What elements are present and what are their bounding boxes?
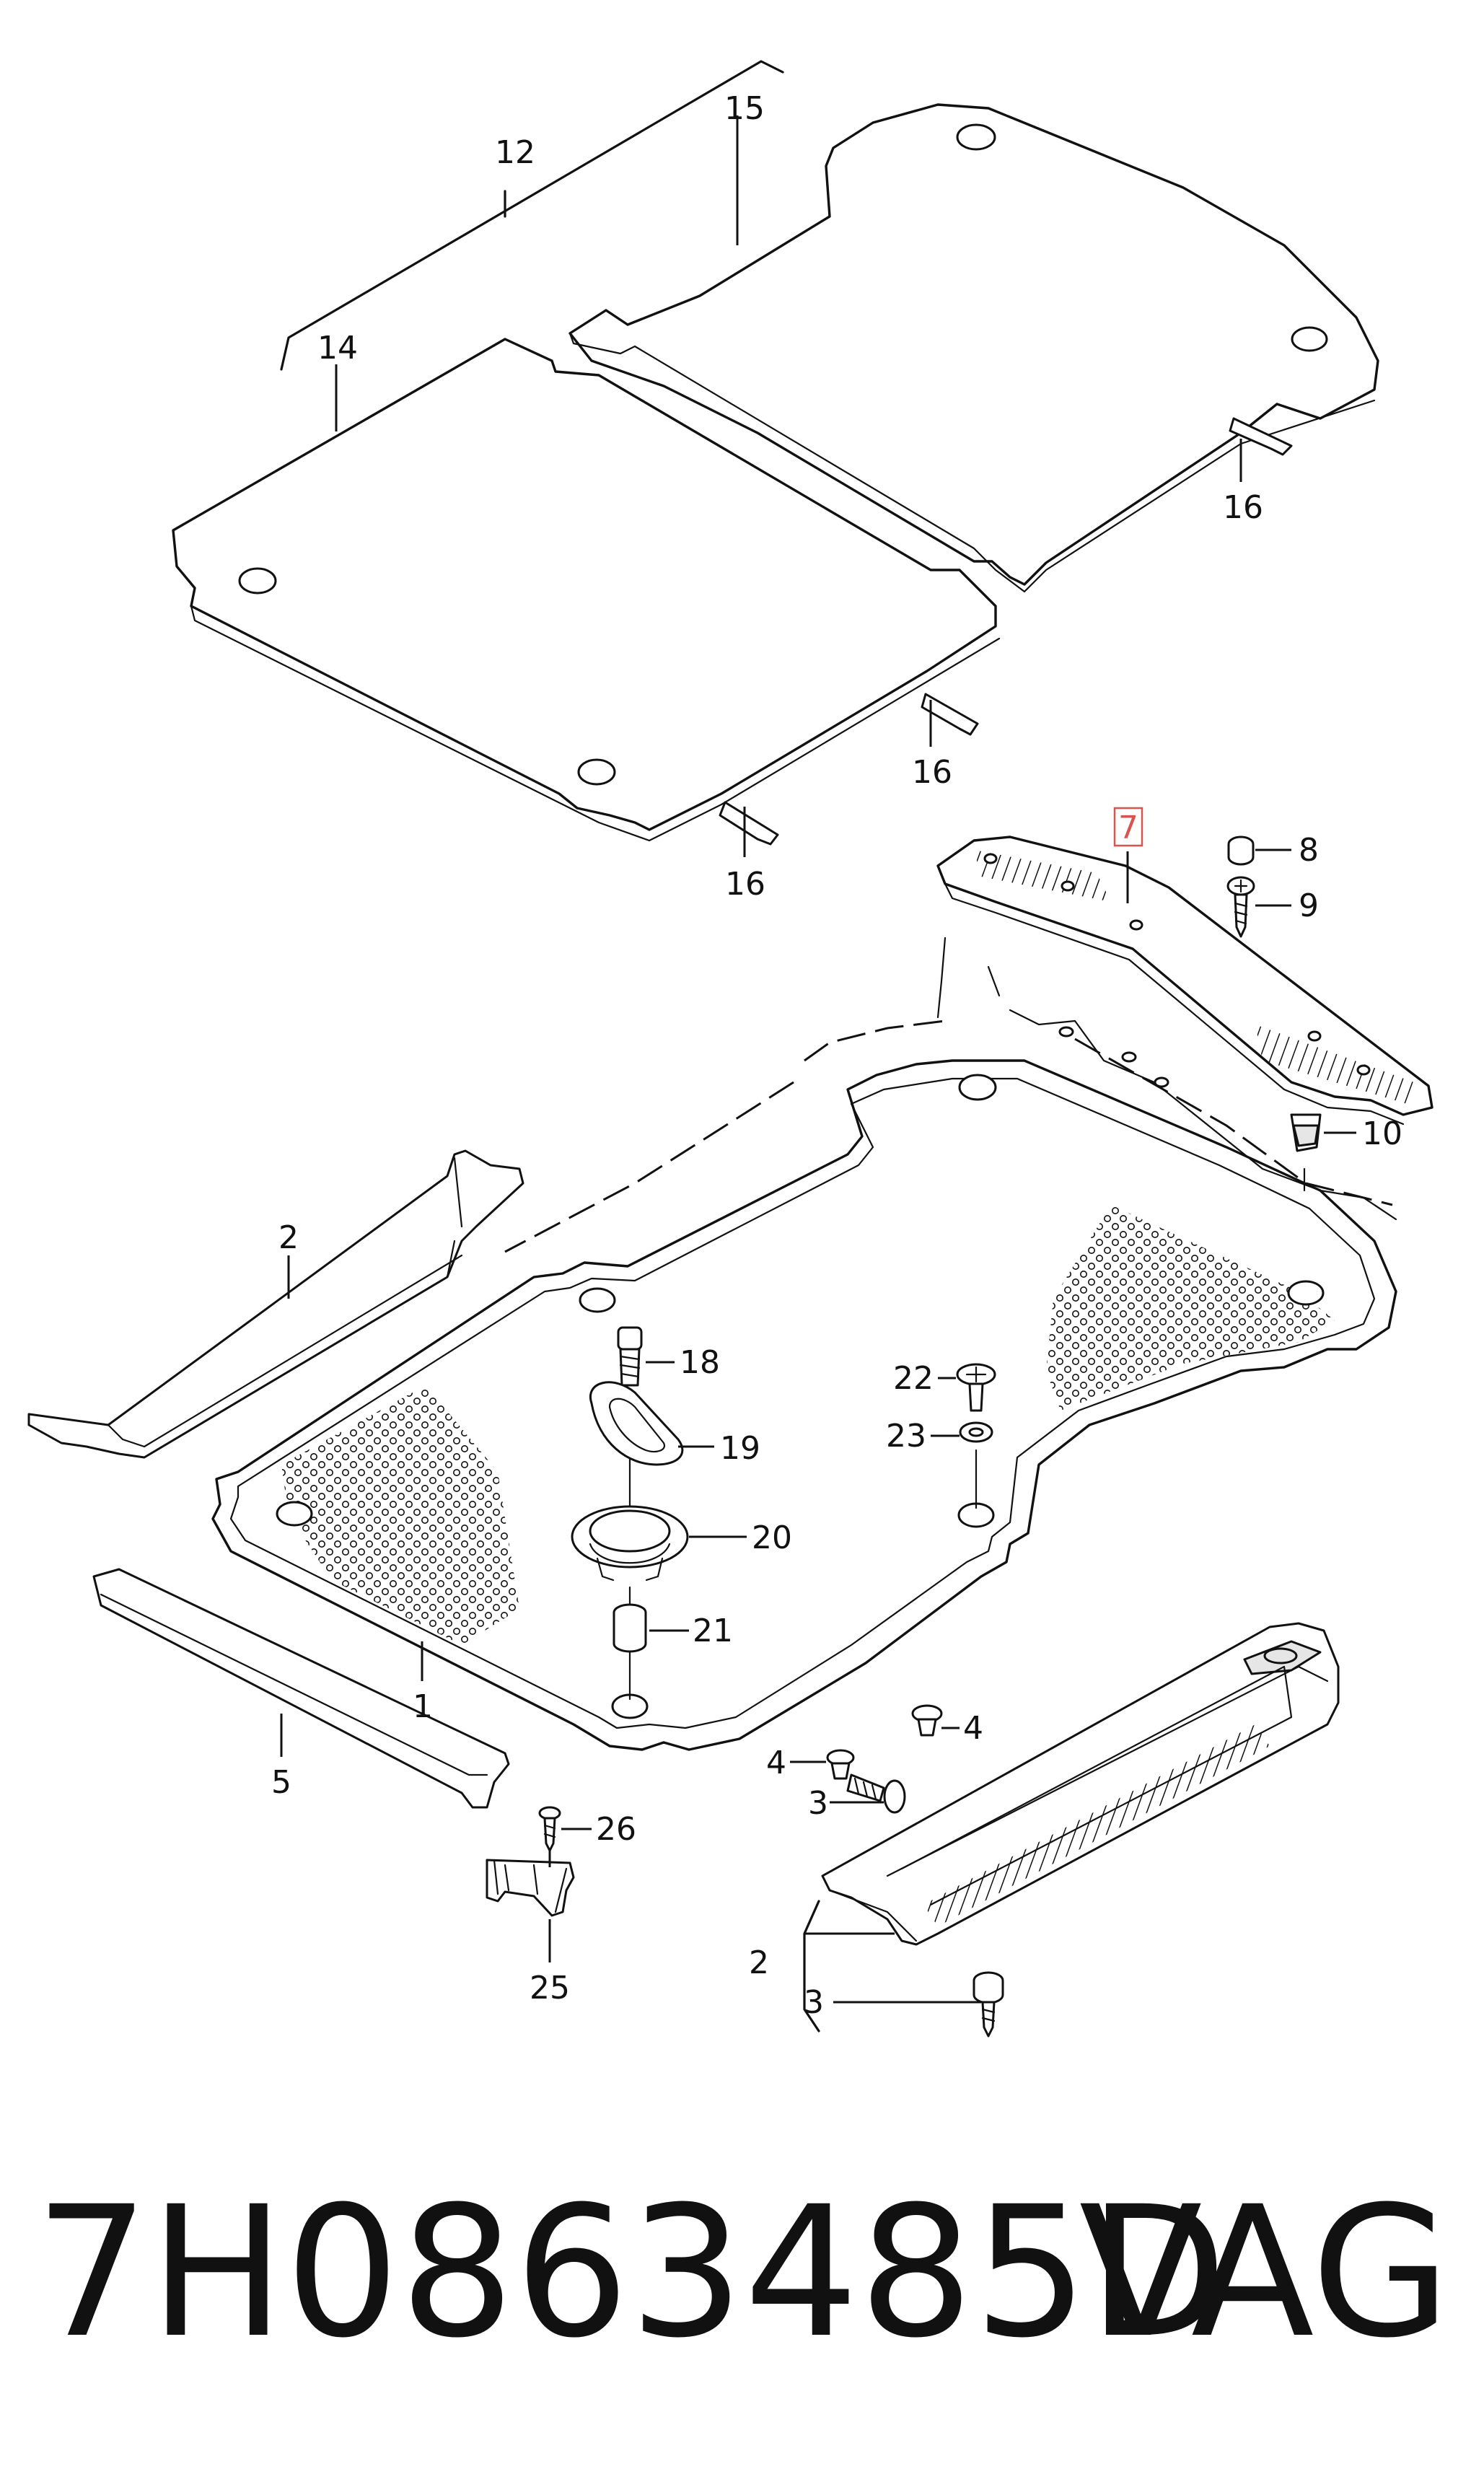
side-sill-2-left bbox=[27, 1149, 524, 1459]
rear-sill-trim-7 bbox=[936, 835, 1433, 1221]
sleeve-21 bbox=[613, 1603, 689, 1653]
label-21: 21 bbox=[693, 1613, 733, 1649]
bracket-25 bbox=[486, 1851, 575, 1962]
clip-16-c bbox=[719, 801, 779, 846]
group-bracket-12 bbox=[280, 60, 784, 371]
label-15: 15 bbox=[724, 90, 765, 127]
label-4-left: 4 bbox=[766, 1745, 786, 1781]
cargo-board-group bbox=[172, 60, 1379, 857]
grommet-20 bbox=[571, 1505, 747, 1582]
label-2-left: 2 bbox=[278, 1219, 299, 1256]
rivet-4-right bbox=[911, 1704, 960, 1737]
entry-step-5 bbox=[92, 1568, 510, 1809]
screw-9 bbox=[1226, 876, 1291, 938]
bolt-18 bbox=[617, 1326, 675, 1387]
label-16-c: 16 bbox=[725, 866, 765, 903]
screw-3-upper bbox=[830, 1773, 906, 1814]
screw-26 bbox=[538, 1806, 592, 1852]
label-9: 9 bbox=[1299, 887, 1319, 924]
side-sill-2-right bbox=[803, 1622, 1340, 2032]
label-8: 8 bbox=[1299, 832, 1319, 869]
label-2-right: 2 bbox=[749, 1944, 769, 1981]
label-25: 25 bbox=[530, 1970, 570, 2006]
perforated-area-right bbox=[1046, 1205, 1335, 1411]
label-12: 12 bbox=[495, 134, 535, 171]
label-7: 7 bbox=[1118, 810, 1138, 846]
label-3-lower: 3 bbox=[804, 1984, 824, 2021]
label-16-a: 16 bbox=[1223, 489, 1263, 526]
rivet-4-left bbox=[790, 1749, 855, 1780]
floor-board-14 bbox=[172, 338, 997, 831]
label-23: 23 bbox=[886, 1418, 926, 1455]
clip-10 bbox=[1290, 1113, 1356, 1152]
clip-16-a bbox=[1229, 417, 1293, 456]
label-19: 19 bbox=[720, 1430, 760, 1467]
floor-board-15 bbox=[568, 103, 1379, 586]
label-3-upper: 3 bbox=[808, 1785, 828, 1822]
label-4-right: 4 bbox=[963, 1710, 983, 1747]
floor-mat-group bbox=[211, 937, 1397, 1751]
part-number: 7H0863485D bbox=[35, 2167, 1227, 2377]
label-18: 18 bbox=[680, 1344, 720, 1381]
clip-16-b bbox=[921, 693, 979, 736]
label-5: 5 bbox=[271, 1764, 291, 1801]
perforated-area-left bbox=[281, 1385, 519, 1645]
label-20: 20 bbox=[752, 1519, 792, 1556]
screw-3-lower bbox=[972, 1971, 1004, 2038]
brand-name: VAG bbox=[1079, 2167, 1451, 2377]
bolt-22 bbox=[938, 1363, 996, 1412]
label-14: 14 bbox=[317, 330, 358, 367]
label-22: 22 bbox=[893, 1360, 934, 1397]
tie-down-ring-19 bbox=[589, 1381, 714, 1466]
washer-23 bbox=[931, 1421, 993, 1443]
label-1: 1 bbox=[413, 1688, 433, 1725]
label-10: 10 bbox=[1362, 1115, 1402, 1152]
label-7-highlight bbox=[1113, 807, 1143, 847]
label-16-b: 16 bbox=[912, 754, 952, 791]
label-26: 26 bbox=[596, 1811, 636, 1848]
cap-8 bbox=[1227, 835, 1291, 866]
